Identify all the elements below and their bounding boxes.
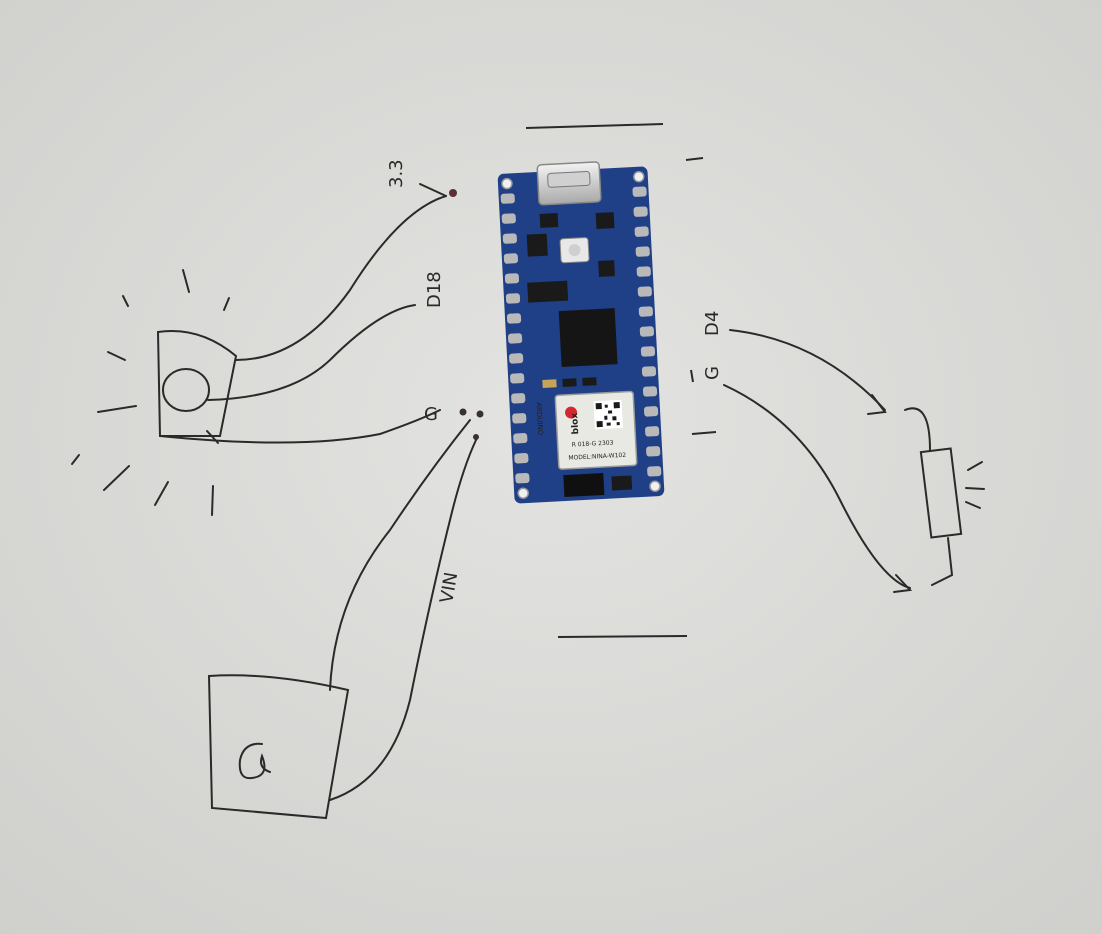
sketch-labels: 3.3 D18 D4 G G VIN xyxy=(386,159,723,605)
sensor-lens xyxy=(162,368,210,412)
bottom-rule xyxy=(557,635,688,638)
board-brand: ARDUINO xyxy=(534,402,544,436)
sketch-left-sensor xyxy=(71,183,447,516)
module-code: R 018-G 2303 xyxy=(572,439,614,448)
arduino-board: ARDUINO blox R 018-G 2303 MODEL:NINA-W10… xyxy=(497,161,665,504)
wire-d18 xyxy=(207,304,416,401)
tick-mark xyxy=(690,369,694,383)
module-model: MODEL:NINA-W102 xyxy=(568,452,626,462)
wire-3v3 xyxy=(235,195,447,361)
top-rule xyxy=(525,123,664,129)
power-box-outline xyxy=(207,674,350,820)
sketch-right-component xyxy=(723,329,985,593)
arrow-g xyxy=(723,384,911,589)
sketch-pin-dots xyxy=(449,189,484,440)
resistor-body xyxy=(919,447,963,539)
label-g-left: G xyxy=(424,404,438,425)
ublox-logo xyxy=(565,406,578,419)
sketch-rules xyxy=(525,123,717,638)
pin-header-right xyxy=(632,186,662,477)
power-squiggle xyxy=(238,742,271,780)
wire-vin-b xyxy=(329,439,477,801)
wire-g xyxy=(159,409,441,444)
label-g-right: G xyxy=(702,366,723,380)
sensor-box xyxy=(156,330,238,437)
resistor-top-lead xyxy=(904,407,931,451)
tick-mark xyxy=(691,431,717,435)
pin-dot-3v3 xyxy=(449,189,457,197)
label-d18: D18 xyxy=(424,271,445,308)
module-maker: blox xyxy=(570,412,581,434)
tick-mark xyxy=(685,157,704,161)
mcu-chip xyxy=(558,308,618,368)
qr-code xyxy=(593,399,623,430)
label-d4: D4 xyxy=(702,311,723,336)
wire-vin-a xyxy=(329,419,471,691)
resistor-bottom-lead xyxy=(931,537,954,586)
pin-header-left xyxy=(500,193,530,484)
arrow-d4 xyxy=(729,329,886,411)
label-3v3: 3.3 xyxy=(386,159,407,188)
sketch-power-box xyxy=(207,419,477,820)
